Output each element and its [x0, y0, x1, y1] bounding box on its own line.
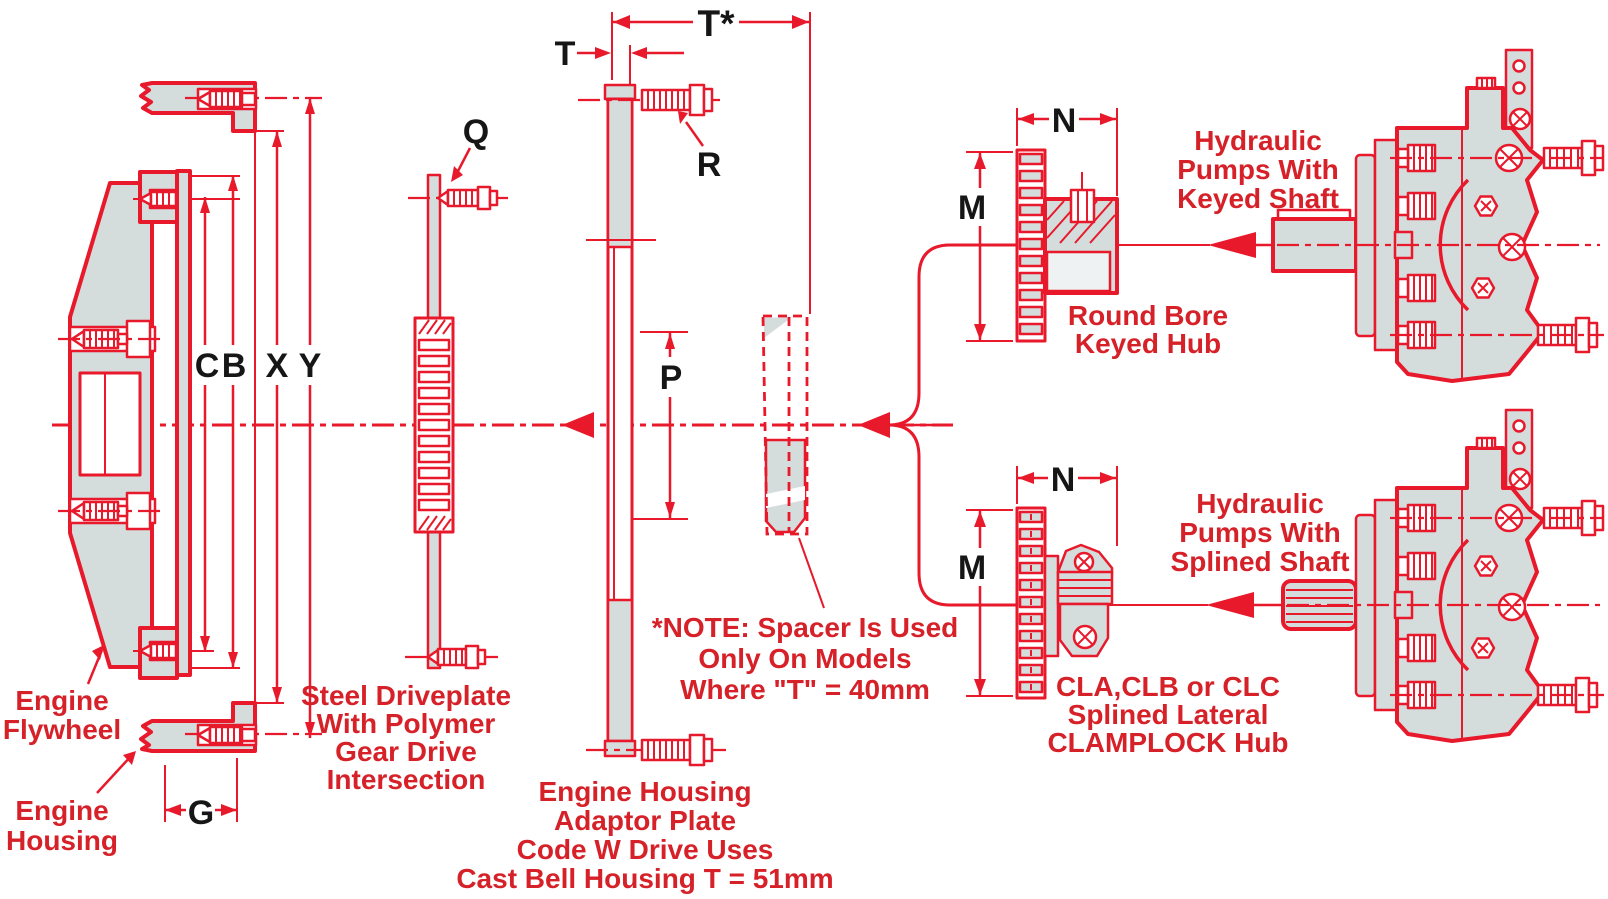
label-engine-housing-2: Housing: [6, 825, 118, 856]
clamplock-hub: [966, 466, 1118, 700]
dim-b: [228, 175, 238, 668]
label-hydraulic-keyed-3: Keyed Shaft: [1177, 183, 1339, 214]
dim-label-m-upper: M: [958, 189, 986, 227]
dim-c: [200, 197, 210, 652]
label-clamplock-1: CLA,CLB or CLC: [1056, 671, 1280, 702]
setscrew: [1069, 188, 1096, 224]
arrow-to-keyed-hub: [1208, 232, 1256, 258]
hub-bore: [1045, 250, 1112, 293]
dim-label-r: R: [697, 146, 722, 184]
dim-label-g: G: [188, 794, 214, 832]
engine-housing-top: [139, 81, 322, 133]
dim-m-upper: [966, 151, 1013, 342]
gear-teeth: [417, 338, 451, 512]
dim-x: [272, 131, 282, 703]
q-leader-arrow: [451, 166, 463, 182]
label-engine-housing-1: Engine: [15, 795, 108, 826]
shaft-centerlines: [1277, 243, 1600, 607]
label-adaptor-1: Engine Housing: [538, 776, 751, 807]
hub-collar: [1043, 554, 1060, 658]
label-adaptor-2: Adaptor Plate: [554, 805, 736, 836]
label-adaptor-3: Code W Drive Uses: [517, 834, 774, 865]
round-bore-keyed-hub: [966, 108, 1119, 343]
text-labels: Hydraulic Pumps With Keyed Shaft Round B…: [3, 125, 1350, 894]
dim-label-y: Y: [299, 347, 322, 385]
keyed-shaft: [1271, 208, 1358, 273]
label-engine-flywheel-2: Flywheel: [3, 714, 121, 745]
branch-upper: [888, 243, 1017, 427]
dim-label-b: B: [222, 347, 247, 385]
label-round-bore-1: Round Bore: [1068, 300, 1228, 331]
main-centerline: [52, 232, 1287, 618]
ring-gear-plate: [175, 169, 192, 677]
label-engine-flywheel-1: Engine: [15, 685, 108, 716]
label-hydraulic-splined-2: Pumps With: [1179, 517, 1341, 548]
label-hydraulic-keyed-2: Pumps With: [1177, 154, 1339, 185]
flywheel-leader-arrow: [92, 645, 104, 660]
pump-upper: [1354, 48, 1605, 383]
engine-housing-bottom: [139, 131, 322, 753]
dim-m-lower: [966, 509, 1013, 697]
dim-label-q: Q: [463, 113, 489, 151]
arrow-to-clamplock-hub: [1206, 592, 1254, 618]
dim-label-n-lower: N: [1051, 461, 1076, 499]
dimension-letters: T* T Q R C B X Y P G N M N M: [186, 3, 1079, 832]
dim-y: [305, 98, 315, 738]
label-note-2: Only On Models: [698, 643, 911, 674]
steel-driveplate: [405, 173, 508, 670]
label-clamplock-3: CLAMPLOCK Hub: [1047, 727, 1288, 758]
label-driveplate-2: With Polymer: [317, 708, 496, 739]
label-note-3: Where "T" = 40mm: [680, 674, 930, 705]
label-hydraulic-splined-1: Hydraulic: [1196, 488, 1324, 519]
adaptor-plate: [578, 83, 726, 767]
label-adaptor-4: Cast Bell Housing T = 51mm: [456, 863, 833, 894]
r-leader-arrow: [678, 111, 688, 124]
pump-lower: [1354, 408, 1605, 743]
dim-label-x: X: [266, 347, 289, 385]
label-clamplock-2: Splined Lateral: [1068, 699, 1269, 730]
note-leader: [798, 537, 825, 609]
label-round-bore-2: Keyed Hub: [1075, 328, 1221, 359]
dim-label-m-lower: M: [958, 549, 986, 587]
label-driveplate-4: Intersection: [327, 764, 486, 795]
crankshaft-hub: [78, 371, 142, 477]
dim-cbxy: [192, 98, 315, 738]
branch-lower: [888, 423, 1017, 607]
label-hydraulic-keyed-1: Hydraulic: [1194, 125, 1322, 156]
spacer: [761, 314, 825, 609]
label-hydraulic-splined-3: Splined Shaft: [1171, 546, 1350, 577]
engine-flywheel: [58, 169, 240, 680]
dim-label-t: T: [555, 35, 576, 73]
dim-label-c: C: [195, 347, 220, 385]
dim-label-n-upper: N: [1052, 102, 1077, 140]
dim-label-t-star: T*: [698, 3, 736, 44]
dim-label-p: P: [660, 359, 683, 397]
label-driveplate-1: Steel Driveplate: [301, 680, 511, 711]
dim-t: [577, 12, 684, 85]
housing-leader-arrow: [123, 751, 136, 765]
label-driveplate-3: Gear Drive: [335, 736, 477, 767]
leaders: [86, 111, 705, 794]
label-note-1: *NOTE: Spacer Is Used: [652, 612, 959, 643]
